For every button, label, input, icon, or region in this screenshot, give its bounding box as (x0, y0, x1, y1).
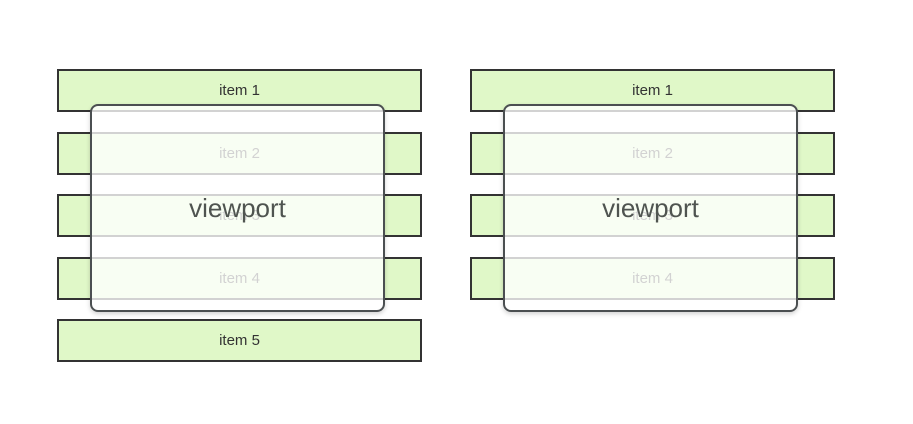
virtual-list-diagram-right: item 1 item 2 item 3 item 4 viewport (470, 0, 835, 424)
viewport-overlay: viewport (503, 104, 798, 312)
virtual-list-diagram-left: item 1 item 2 item 3 item 4 item 5 viewp… (57, 0, 422, 424)
viewport-label: viewport (189, 192, 286, 223)
viewport-label: viewport (602, 192, 699, 223)
viewport-overlay: viewport (90, 104, 385, 312)
list-item-label: item 1 (219, 82, 260, 99)
list-item: item 5 (57, 319, 422, 362)
list-item-label: item 5 (219, 332, 260, 349)
list-item-label: item 1 (632, 82, 673, 99)
